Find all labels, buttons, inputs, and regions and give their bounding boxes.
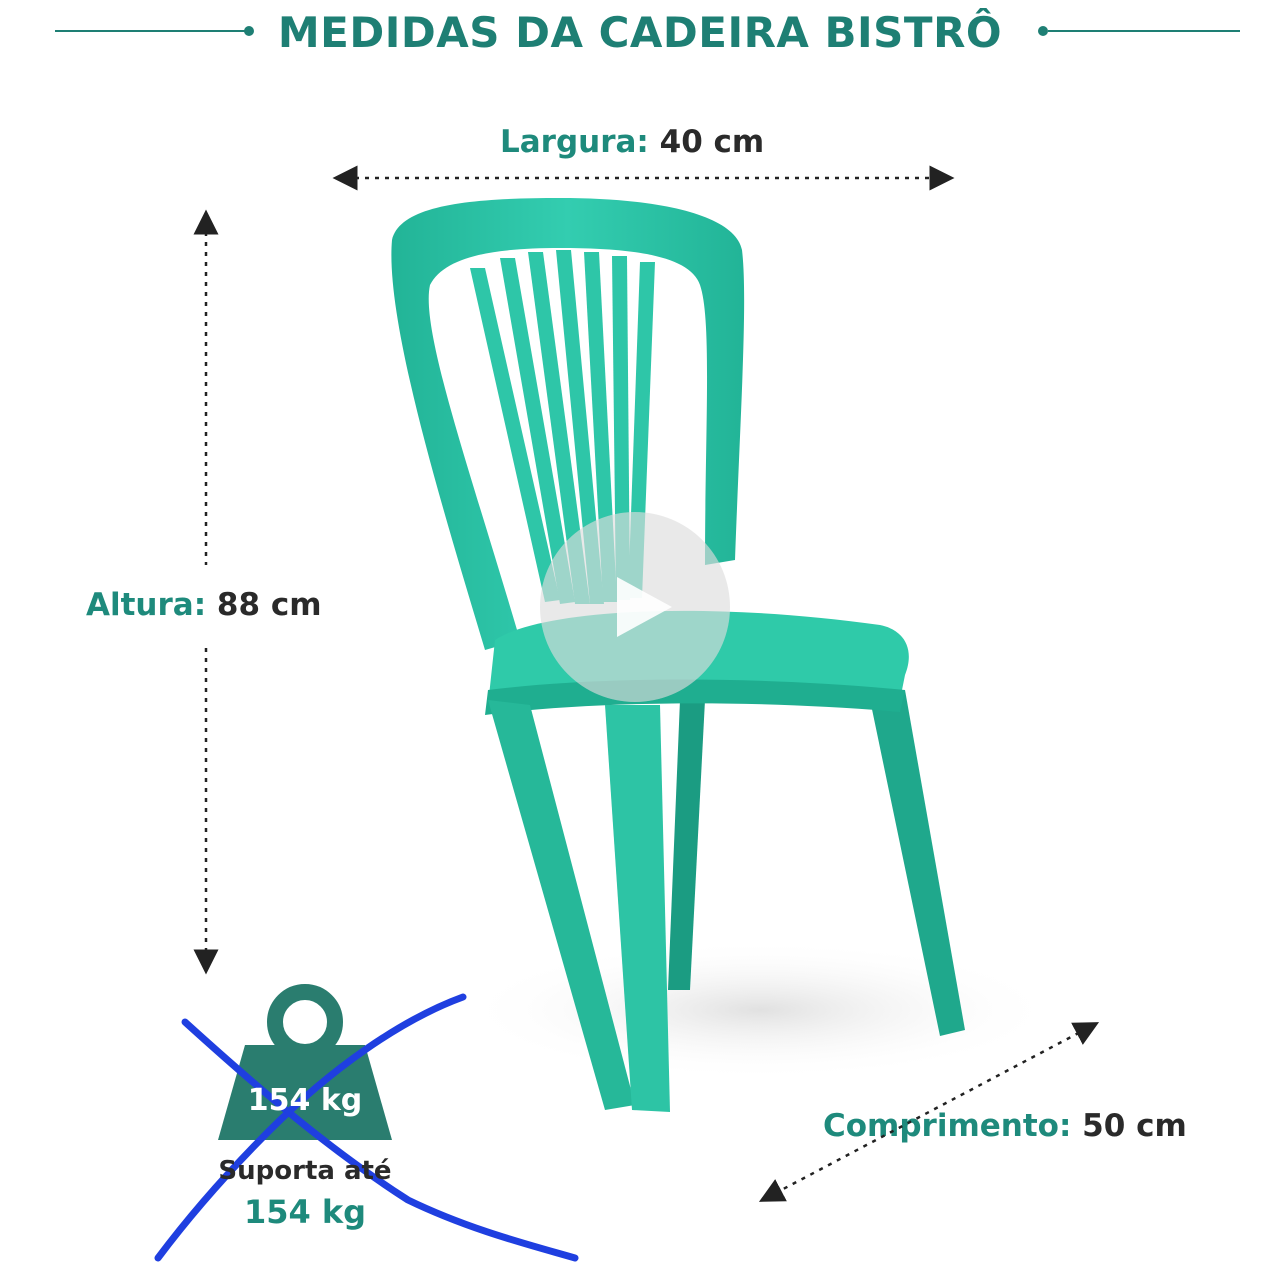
width-label-value: 40 cm — [659, 124, 765, 160]
length-label-value: 50 cm — [1082, 1108, 1187, 1144]
weight-support-value: 154 kg — [243, 1193, 367, 1231]
chair-floor-shadow — [460, 940, 1060, 1080]
height-label-value: 88 cm — [216, 587, 322, 623]
video-play-overlay[interactable] — [540, 512, 730, 702]
chair-back-leg-left — [668, 700, 705, 990]
height-label-key: Altura: — [86, 587, 207, 623]
chair-front-leg-right — [605, 705, 670, 1112]
scribble-cross-mark — [154, 993, 579, 1262]
chair-back-slats — [470, 250, 655, 604]
title-rule-left-dot — [244, 26, 254, 36]
chair-back-leg-right — [868, 690, 965, 1036]
chair-front-leg-left — [488, 700, 635, 1110]
weight-support-label: Suporta até — [218, 1156, 392, 1186]
chair-seat-apron — [485, 679, 905, 715]
page-title: MEDIDAS DA CADEIRA BISTRÔ — [277, 8, 1003, 57]
width-label-key: Largura: — [500, 124, 649, 160]
title-rule-right — [1048, 30, 1240, 32]
height-label: Altura: 88 cm — [86, 587, 322, 623]
title-rule-right-dot — [1038, 26, 1048, 36]
play-icon[interactable] — [617, 577, 672, 637]
weight-badge: 154 kg — [247, 1083, 363, 1118]
chair-backrest — [391, 198, 745, 650]
chair-seat — [488, 610, 909, 705]
title-rule-left — [55, 30, 245, 32]
chair-image — [391, 198, 965, 1112]
width-label: Largura: 40 cm — [500, 124, 764, 160]
